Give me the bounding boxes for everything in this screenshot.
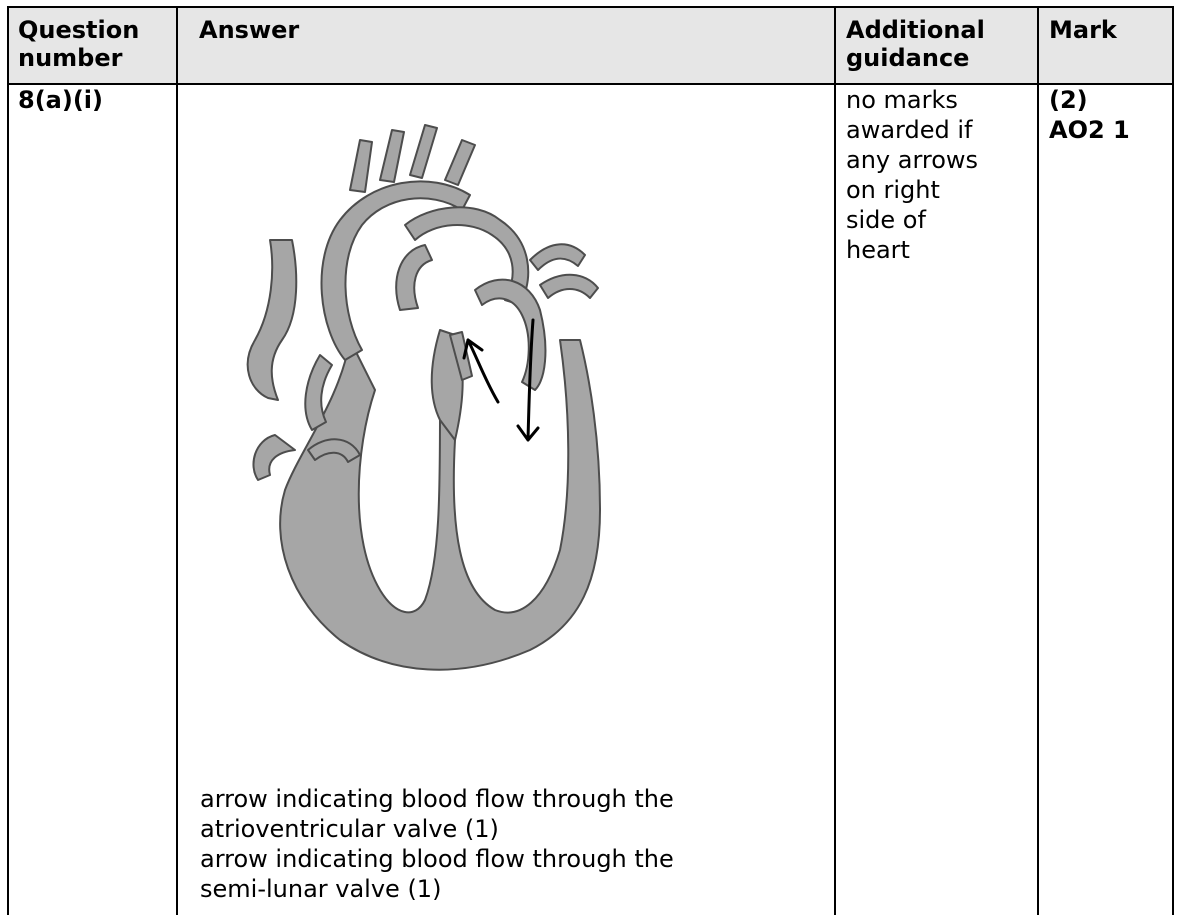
vena-cava [248, 240, 297, 400]
pulmonary-vein-branches [530, 244, 598, 298]
guidance-line-6: heart [846, 236, 910, 264]
table-border-top [7, 6, 1174, 8]
table-header-divider [7, 83, 1174, 85]
heart-outline [248, 125, 600, 670]
answer-line-1: arrow indicating blood flow through the [200, 785, 674, 813]
header-answer: Answer [199, 16, 819, 44]
guidance-line-2: awarded if [846, 116, 972, 144]
table-divider-2 [834, 6, 836, 915]
header-mark: Mark [1049, 16, 1164, 44]
table-border-left [7, 6, 9, 915]
guidance-line-5: side of [846, 206, 926, 234]
answer-line-2: atrioventricular valve (1) [200, 815, 499, 843]
inferior-vena-cava [253, 435, 295, 480]
table-divider-1 [176, 6, 178, 915]
header-additional-guidance: Additional guidance [846, 16, 1026, 72]
assessment-objective: AO2 1 [1049, 116, 1130, 144]
guidance-line-3: any arrows [846, 146, 978, 174]
guidance-line-4: on right [846, 176, 940, 204]
table-border-right [1172, 6, 1174, 915]
header-question-number: Question number [18, 16, 168, 72]
answer-line-4: semi-lunar valve (1) [200, 875, 441, 903]
question-number-cell: 8(a)(i) [18, 86, 103, 114]
table-divider-3 [1037, 6, 1039, 915]
answer-line-3: arrow indicating blood flow through the [200, 845, 674, 873]
mark-value: (2) [1049, 86, 1088, 114]
heart-diagram [200, 110, 620, 690]
guidance-line-1: no marks [846, 86, 958, 114]
